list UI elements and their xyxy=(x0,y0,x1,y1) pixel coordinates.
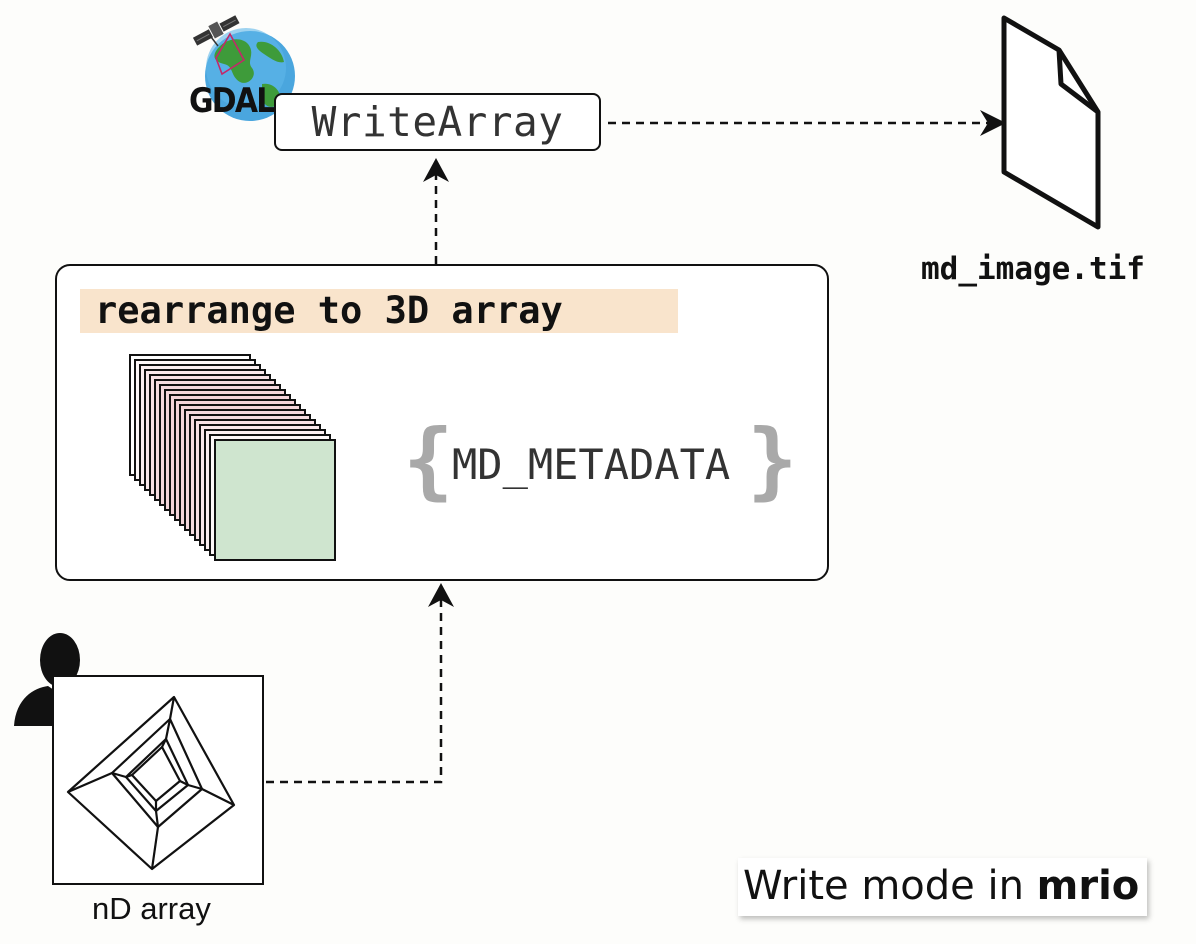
rearrange-title: rearrange to 3D array xyxy=(80,289,678,333)
gdal-logo: GDAL xyxy=(186,6,302,126)
arrowhead-into-file xyxy=(980,110,1006,136)
nd-array-caption: nD array xyxy=(92,891,211,926)
write-mode-caption: Write mode in mrio xyxy=(738,858,1148,916)
hypercube-icon xyxy=(66,695,236,871)
array-layer xyxy=(214,439,336,561)
write-array-label: WriteArray xyxy=(311,98,564,146)
array-layer-stack xyxy=(129,354,336,561)
arrowhead-into-rearrange xyxy=(428,583,454,607)
output-file-caption: md_image.tif xyxy=(921,251,1145,287)
connector-input-to-rearrange xyxy=(266,588,443,784)
write-mode-prefix: Write mode in xyxy=(743,863,1037,909)
metadata-open-brace: { xyxy=(403,411,454,509)
metadata-close-brace: } xyxy=(747,411,798,509)
document-file-icon xyxy=(1001,15,1101,230)
write-array-node: WriteArray xyxy=(274,93,601,151)
write-mode-emphasis: mrio xyxy=(1036,863,1140,909)
gdal-logo-text: GDAL xyxy=(189,81,275,121)
arrowhead-into-writearray xyxy=(423,158,449,182)
gdal-globe-satellite-icon xyxy=(192,15,295,121)
metadata-label: MD_METADATA xyxy=(452,440,731,489)
nd-array-node xyxy=(52,675,264,885)
